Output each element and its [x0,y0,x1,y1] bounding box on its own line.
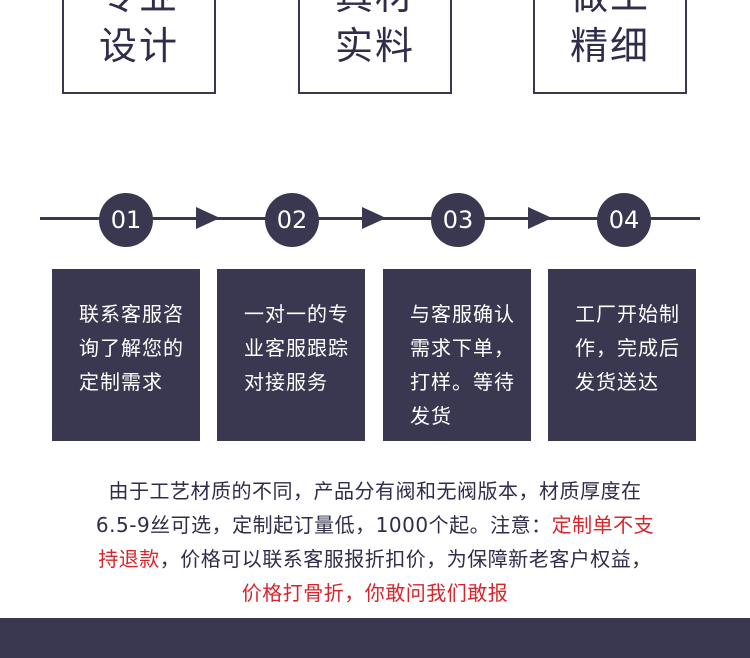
step-text-line: 一对一的专 [244,302,349,326]
notice-warning-text: 价格打骨折，你敢问我们敢报 [241,581,509,605]
feature-box-material: 真材 实料 [298,0,452,94]
notice-warning-text: 持退款 [98,547,160,571]
step-text-line: 与客服确认 [410,302,515,326]
notice-text: 6.5-9丝可选，定制起订量低，1000个起。注意： [95,513,552,537]
notice-paragraph: 由于工艺材质的不同，产品分有阀和无阀版本，材质厚度在 6.5-9丝可选，定制起订… [20,474,730,610]
step-card-04: 工厂开始制 作，完成后 发货送达 [548,269,696,441]
feature-label-top: 专业 [64,0,214,18]
step-text-line: 作，完成后 [575,336,680,360]
step-text-line: 业客服跟踪 [244,336,349,360]
step-number-01: 01 [99,193,153,247]
arrow-right-icon [196,207,220,229]
step-text-line: 定制需求 [79,370,163,394]
step-text-line: 工厂开始制 [575,302,680,326]
feature-label-bottom: 精细 [569,24,650,68]
feature-box-design: 专业 设计 [62,0,216,94]
step-text-line: 需求下单， [410,336,515,360]
arrow-right-icon [362,207,386,229]
notice-warning-text: 定制单不支 [551,513,655,537]
arrow-right-icon [528,207,552,229]
step-text-line: 打样。等待 [410,370,515,394]
step-text-line: 发货 [410,404,452,428]
feature-label-top: 真材 [300,0,450,18]
step-text-line: 询了解您的 [79,336,184,360]
step-text-line: 发货送达 [575,370,659,394]
feature-label-top: 做工 [535,0,685,18]
step-number-04: 04 [597,193,651,247]
step-number-02: 02 [265,193,319,247]
feature-label-bottom: 实料 [334,24,415,68]
step-card-02: 一对一的专 业客服跟踪 对接服务 [217,269,365,441]
step-card-03: 与客服确认 需求下单， 打样。等待 发货 [383,269,531,441]
notice-line: 持退款，价格可以联系客服报折扣价，为保障新老客户权益， [20,542,730,576]
step-text-line: 联系客服咨 [79,302,184,326]
step-card-01: 联系客服咨 询了解您的 定制需求 [52,269,200,441]
footer-band [0,618,750,658]
notice-line: 价格打骨折，你敢问我们敢报 [20,576,730,610]
notice-text: ，价格可以联系客服报折扣价，为保障新老客户权益， [159,547,652,571]
notice-text: 由于工艺材质的不同，产品分有阀和无阀版本，材质厚度在 [108,479,642,503]
step-number-03: 03 [431,193,485,247]
notice-line: 6.5-9丝可选，定制起订量低，1000个起。注意：定制单不支 [20,508,730,542]
feature-box-craft: 做工 精细 [533,0,687,94]
step-text-line: 对接服务 [244,370,328,394]
feature-label-bottom: 设计 [98,24,179,68]
notice-line: 由于工艺材质的不同，产品分有阀和无阀版本，材质厚度在 [20,474,730,508]
